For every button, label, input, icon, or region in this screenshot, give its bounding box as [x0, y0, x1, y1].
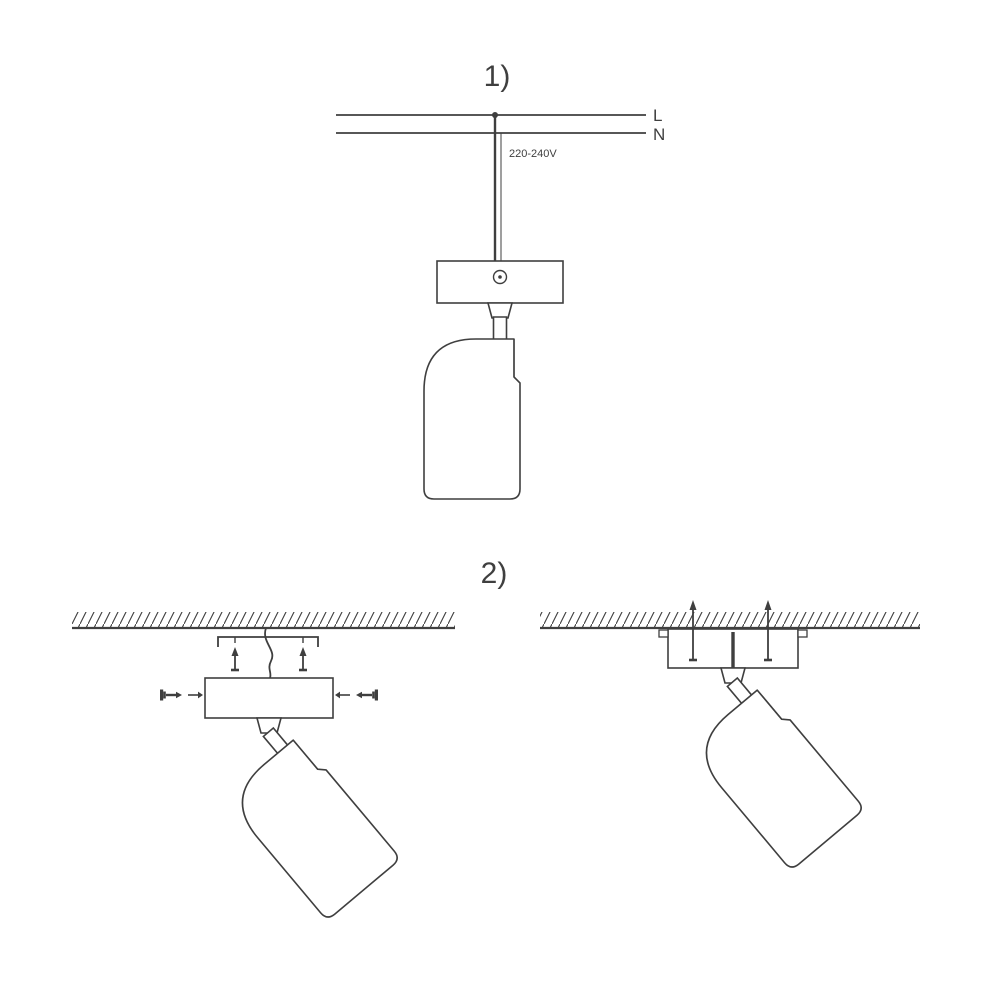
voltage-label: 220-240V — [509, 148, 557, 160]
power-wire-curly — [264, 627, 274, 679]
mounting-ear-right — [797, 629, 808, 638]
spotlight-tilted-right — [673, 667, 866, 872]
lamp-body — [673, 668, 866, 872]
screw-hole-center — [498, 275, 502, 279]
canopy-box-left — [204, 677, 334, 719]
lamp-collar — [487, 302, 513, 319]
mounting-ear-left — [658, 629, 669, 638]
side-screw-icon-left — [158, 688, 205, 702]
side-screw-icon-right — [333, 688, 380, 702]
step2b-fixture-mounted — [540, 598, 920, 872]
live-wire-label: L — [653, 106, 662, 125]
spotlight-vertical — [423, 302, 521, 500]
step2a-bracket-mounting — [72, 612, 455, 922]
spotlight-tilted-left — [209, 717, 402, 922]
step2-label: 2) — [481, 557, 508, 590]
step1-label: 1) — [484, 60, 511, 93]
lamp-body — [209, 718, 402, 922]
step1-wiring-diagram: 1) L N 220-240V — [336, 60, 665, 500]
screw-hole-icon — [492, 269, 508, 285]
neutral-wire-label: N — [653, 125, 665, 144]
mounting-bracket — [217, 636, 319, 647]
anchor-screw-icon-right — [297, 645, 309, 672]
ceiling-hatch-right — [540, 612, 920, 628]
anchor-screw-icon-left — [229, 645, 241, 672]
canopy-box — [436, 260, 564, 304]
step2-install-diagram: 2) — [72, 557, 920, 922]
ceiling-hatch-left — [72, 612, 455, 628]
lamp-body — [423, 316, 521, 500]
